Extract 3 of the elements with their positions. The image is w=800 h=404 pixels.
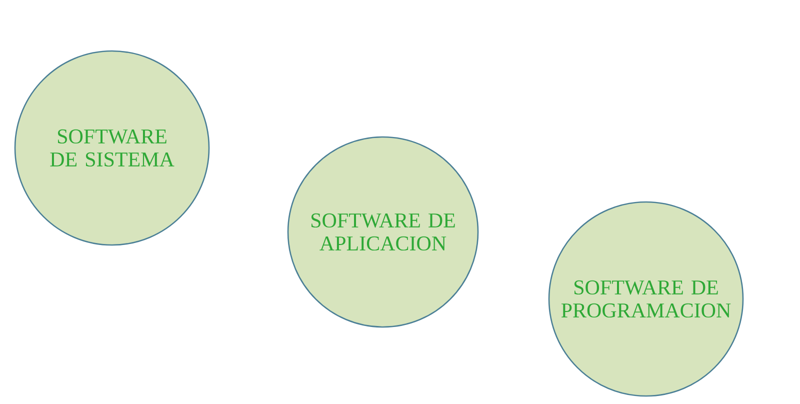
circle-node: SOFTWARE DE APLICACION <box>287 136 479 328</box>
circle-node: SOFTWARE DE SISTEMA <box>14 50 210 246</box>
circle-node: SOFTWARE DE PROGRAMACION <box>548 201 744 397</box>
